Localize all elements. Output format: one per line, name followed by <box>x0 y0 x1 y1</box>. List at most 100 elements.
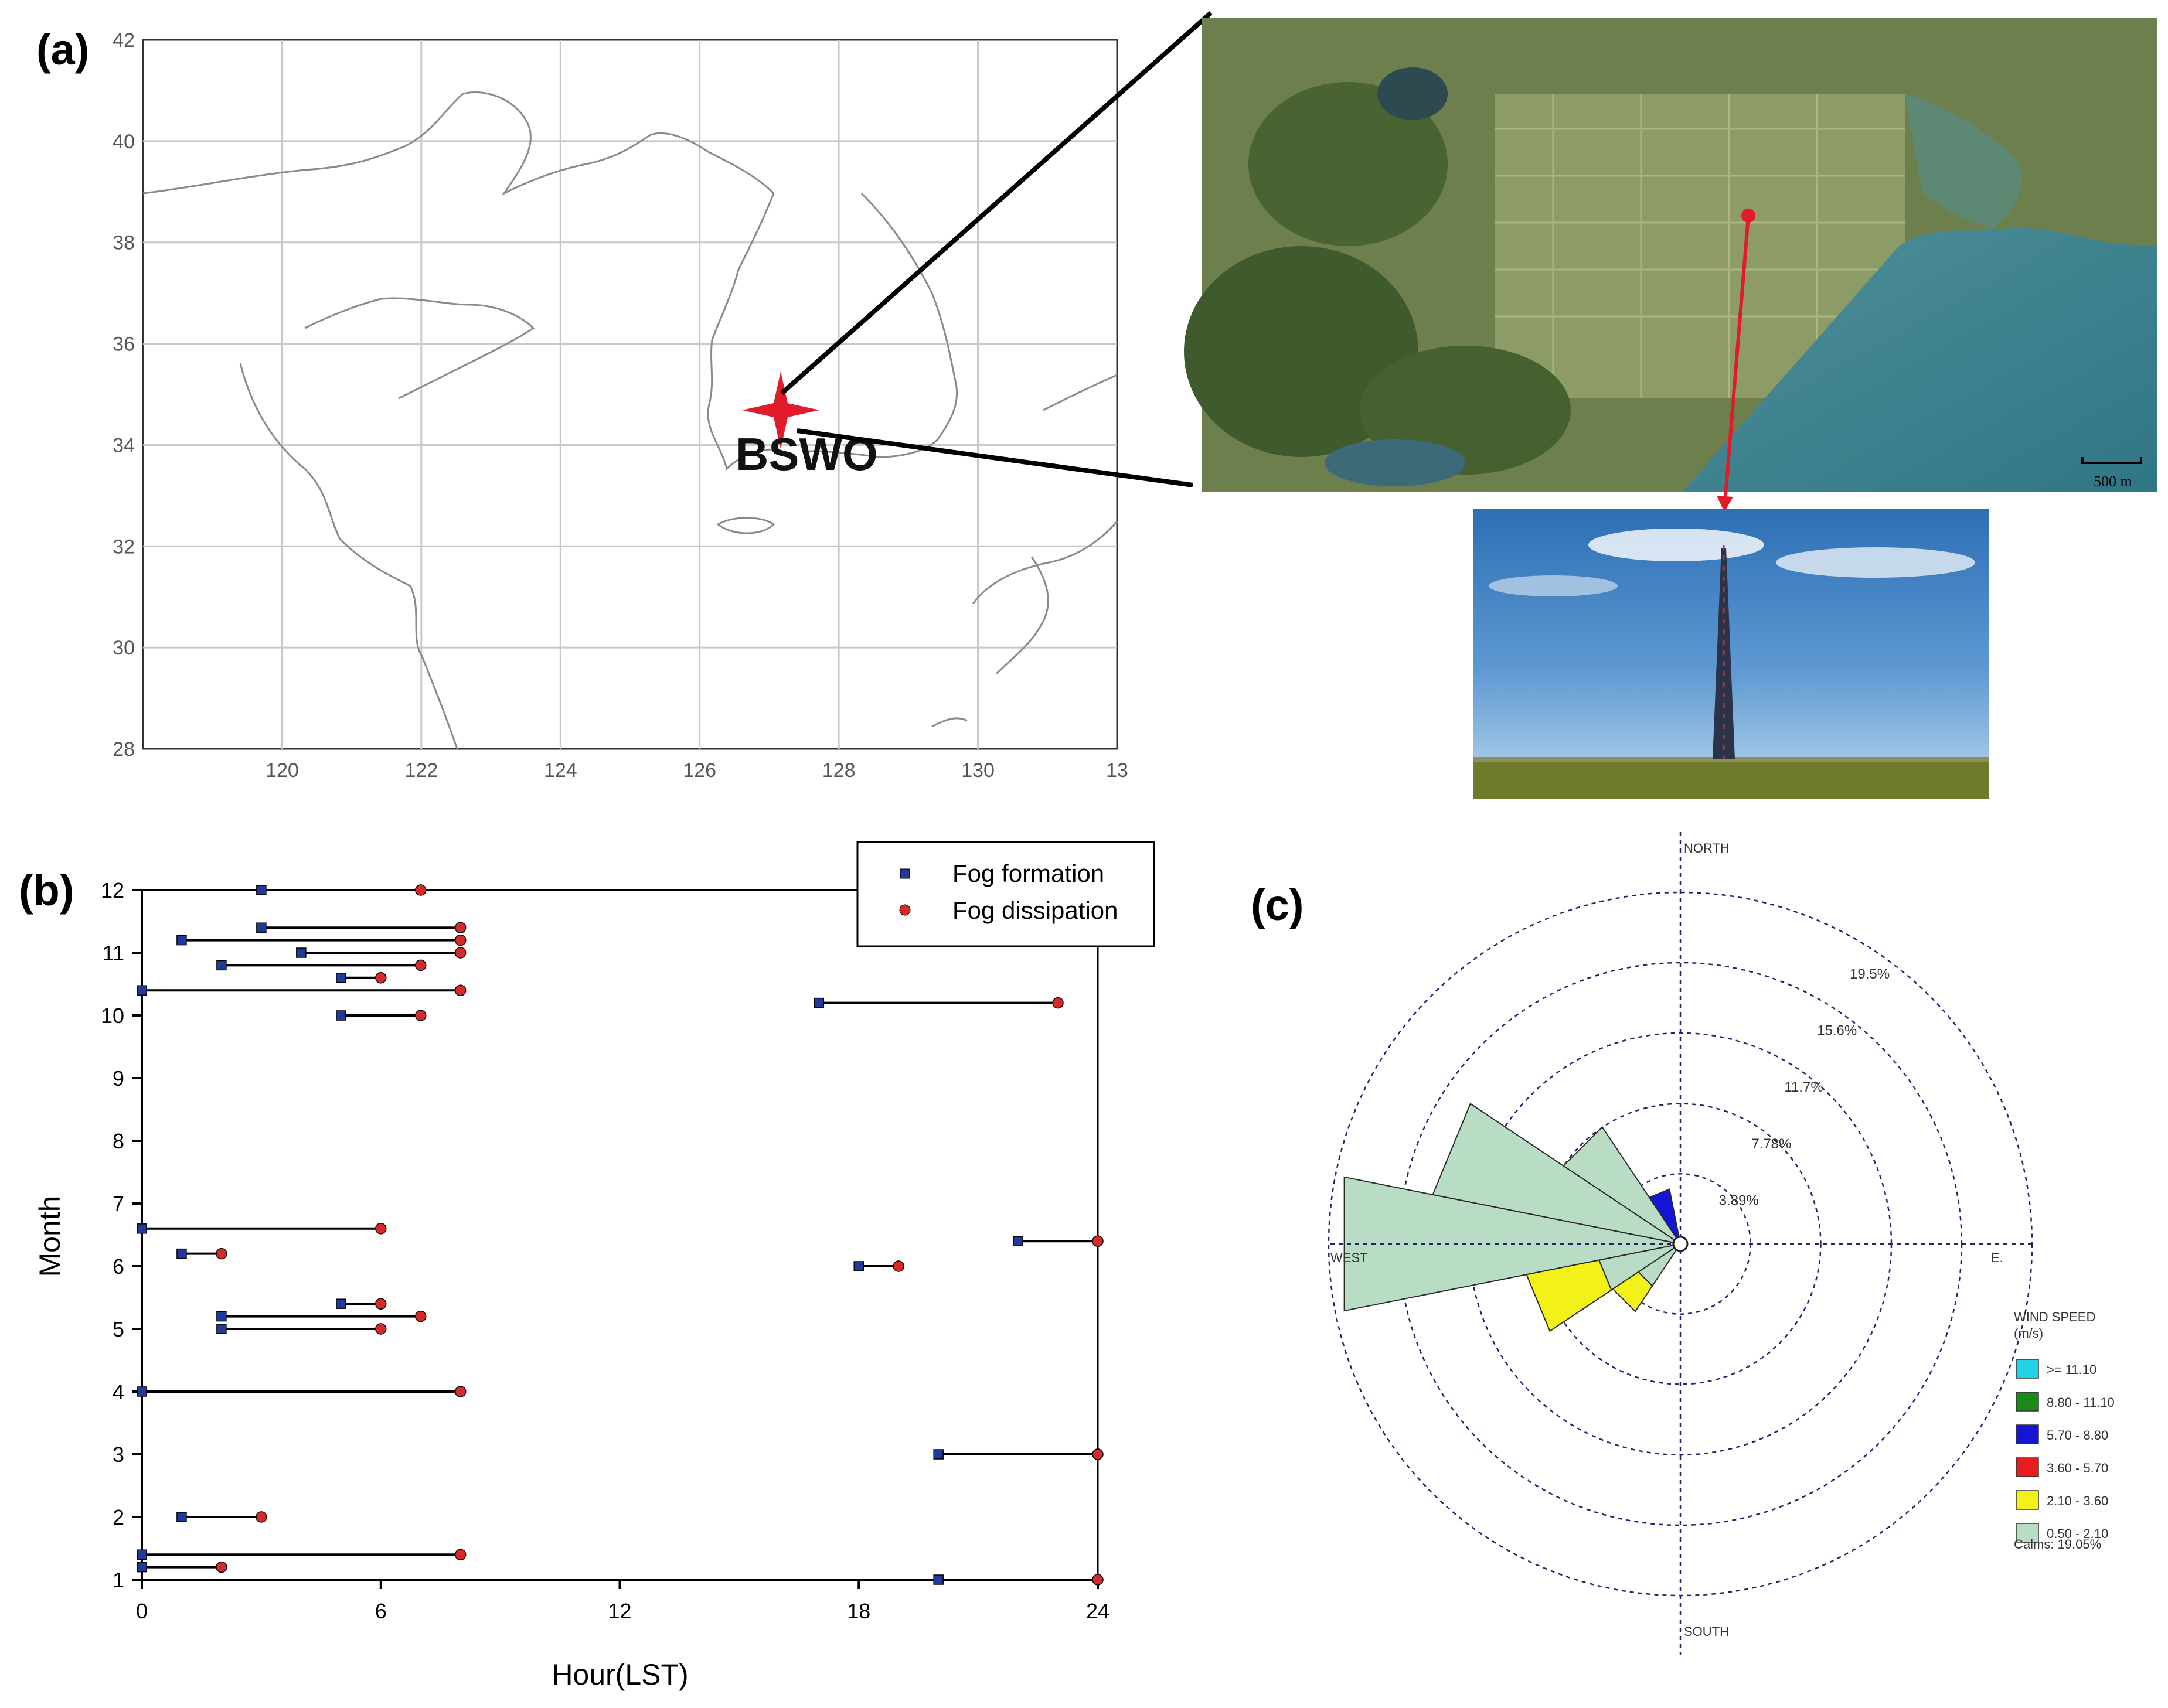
wind-legend-unit: (m/s) <box>2014 1326 2043 1341</box>
fog-dissipation-point <box>216 1247 227 1260</box>
fog-dissipation-point <box>414 1010 427 1021</box>
ring-label: 15.6% <box>1817 1022 1857 1038</box>
x-tick-label: 0 <box>136 1599 148 1623</box>
fog-formation-point <box>814 997 825 1008</box>
fog-formation-point <box>137 1562 147 1573</box>
x-tick-label: 18 <box>847 1599 870 1623</box>
fog-dissipation-point <box>454 1386 467 1397</box>
panel-label-c: (c) <box>1251 881 1303 929</box>
y-tick-label: 10 <box>101 1004 124 1028</box>
fog-dissipation-point <box>1092 1448 1104 1460</box>
fog-dissipation-point <box>375 972 387 984</box>
y-tick-label: 9 <box>113 1066 124 1090</box>
ring-label: 11.7% <box>1784 1079 1823 1095</box>
map-y-tick-label: 30 <box>113 637 135 659</box>
rose-ring <box>1539 1103 1822 1385</box>
map-frame <box>142 39 1118 750</box>
map-y-tick-label: 42 <box>113 29 135 52</box>
y-tick-label: 1 <box>113 1568 124 1592</box>
direction-north: NORTH <box>1684 841 1730 855</box>
ring-label: 7.78% <box>1751 1136 1791 1152</box>
fog-formation-point <box>336 1010 346 1021</box>
panel-label-a: (a) <box>36 25 89 74</box>
legend-dissipation-marker <box>899 904 911 916</box>
site-arrow-head-icon <box>1717 496 1733 512</box>
fog-formation-point <box>137 1223 147 1234</box>
chart-axes <box>132 889 1099 1589</box>
fog-formation-point <box>216 1311 227 1322</box>
legend-dissipation-label: Fog dissipation <box>952 896 1118 924</box>
fog-dissipation-point <box>414 1310 427 1322</box>
map-y-tick-label: 32 <box>113 536 135 558</box>
tower-photo <box>1473 509 1989 799</box>
site-arrow <box>1723 215 1750 503</box>
y-tick-label: 5 <box>113 1317 124 1341</box>
fog-dissipation-point <box>414 884 427 896</box>
x-axis-title: Hour(LST) <box>552 1658 688 1691</box>
fog-dissipation-point <box>375 1298 387 1310</box>
fog-formation-point <box>853 1261 864 1271</box>
fog-dissipation-point <box>1092 1235 1104 1247</box>
fog-dissipation-point <box>454 922 467 933</box>
y-tick-label: 2 <box>113 1505 124 1529</box>
wind-legend-label: 8.80 - 11.10 <box>2047 1395 2115 1410</box>
wind-legend-swatch <box>2016 1523 2039 1543</box>
wind-legend-swatch <box>2016 1457 2039 1477</box>
fog-formation-point <box>1013 1236 1023 1246</box>
fog-formation-point <box>256 922 267 933</box>
direction-east: E. <box>1991 1250 2003 1265</box>
fog-formation-point <box>336 1298 346 1309</box>
station-label: BSWO <box>736 428 878 480</box>
y-tick-label: 4 <box>113 1380 124 1404</box>
fog-formation-point <box>176 935 187 946</box>
fog-formation-point <box>176 1248 187 1259</box>
map-y-tick-label: 28 <box>113 738 135 761</box>
wind-legend-label: 0.50 - 2.10 <box>2047 1526 2108 1541</box>
leader-line-lower <box>797 428 1193 487</box>
ring-labels: 3.89%7.78%11.7%15.6%19.5% <box>1719 966 1890 1209</box>
y-tick-label: 3 <box>113 1443 124 1467</box>
wind-legend-title: WIND SPEED <box>2014 1310 2095 1324</box>
fog-dissipation-point <box>454 984 467 996</box>
wind-rose-petals <box>1343 1103 1681 1332</box>
wind-legend-label: 2.10 - 3.60 <box>2047 1494 2108 1508</box>
x-tick-label: 12 <box>608 1599 631 1623</box>
fog-dissipation-point <box>375 1323 387 1335</box>
fog-formation-point <box>336 973 346 983</box>
wind-legend-swatch <box>2016 1424 2039 1444</box>
chart-legend: Fog formation Fog dissipation <box>856 841 1155 947</box>
map-x-tick-label: 130 <box>961 759 995 782</box>
x-tick-label: 6 <box>375 1599 387 1623</box>
fog-formation-point <box>137 985 147 996</box>
fog-dissipation-point <box>216 1561 227 1573</box>
rose-center <box>1672 1236 1689 1252</box>
y-tick-label: 7 <box>113 1192 124 1216</box>
wind-legend-label: 3.60 - 5.70 <box>2047 1461 2108 1475</box>
station-marker-star-icon <box>742 371 819 449</box>
fog-dissipation-point <box>256 1511 267 1523</box>
fog-formation-point <box>137 1549 147 1560</box>
wind-legend-label: >= 11.10 <box>2047 1362 2096 1377</box>
fog-formation-point <box>933 1574 944 1585</box>
wind-speed-legend: WIND SPEED (m/s) >= 11.108.80 - 11.105.7… <box>2014 1310 2115 1552</box>
rose-ring <box>1398 962 1963 1526</box>
scale-bar-label: 500 m <box>2094 473 2132 490</box>
y-axis-title: Month <box>33 1196 66 1277</box>
fog-formation-point <box>216 1324 227 1334</box>
fog-dissipation-point <box>414 959 427 971</box>
map-x-tick-label: 126 <box>683 759 716 782</box>
fog-formation-point <box>296 947 307 958</box>
y-tick-label: 8 <box>113 1129 124 1153</box>
wind-rose-petal <box>1612 1271 1653 1312</box>
wind-legend-swatch <box>2016 1359 2039 1379</box>
wind-legend-swatch <box>2016 1392 2039 1412</box>
fog-dissipation-point <box>893 1260 904 1272</box>
map-coastline <box>142 91 1118 749</box>
fog-dissipation-point <box>454 934 467 946</box>
satellite-image: 500 m <box>1184 18 2157 512</box>
